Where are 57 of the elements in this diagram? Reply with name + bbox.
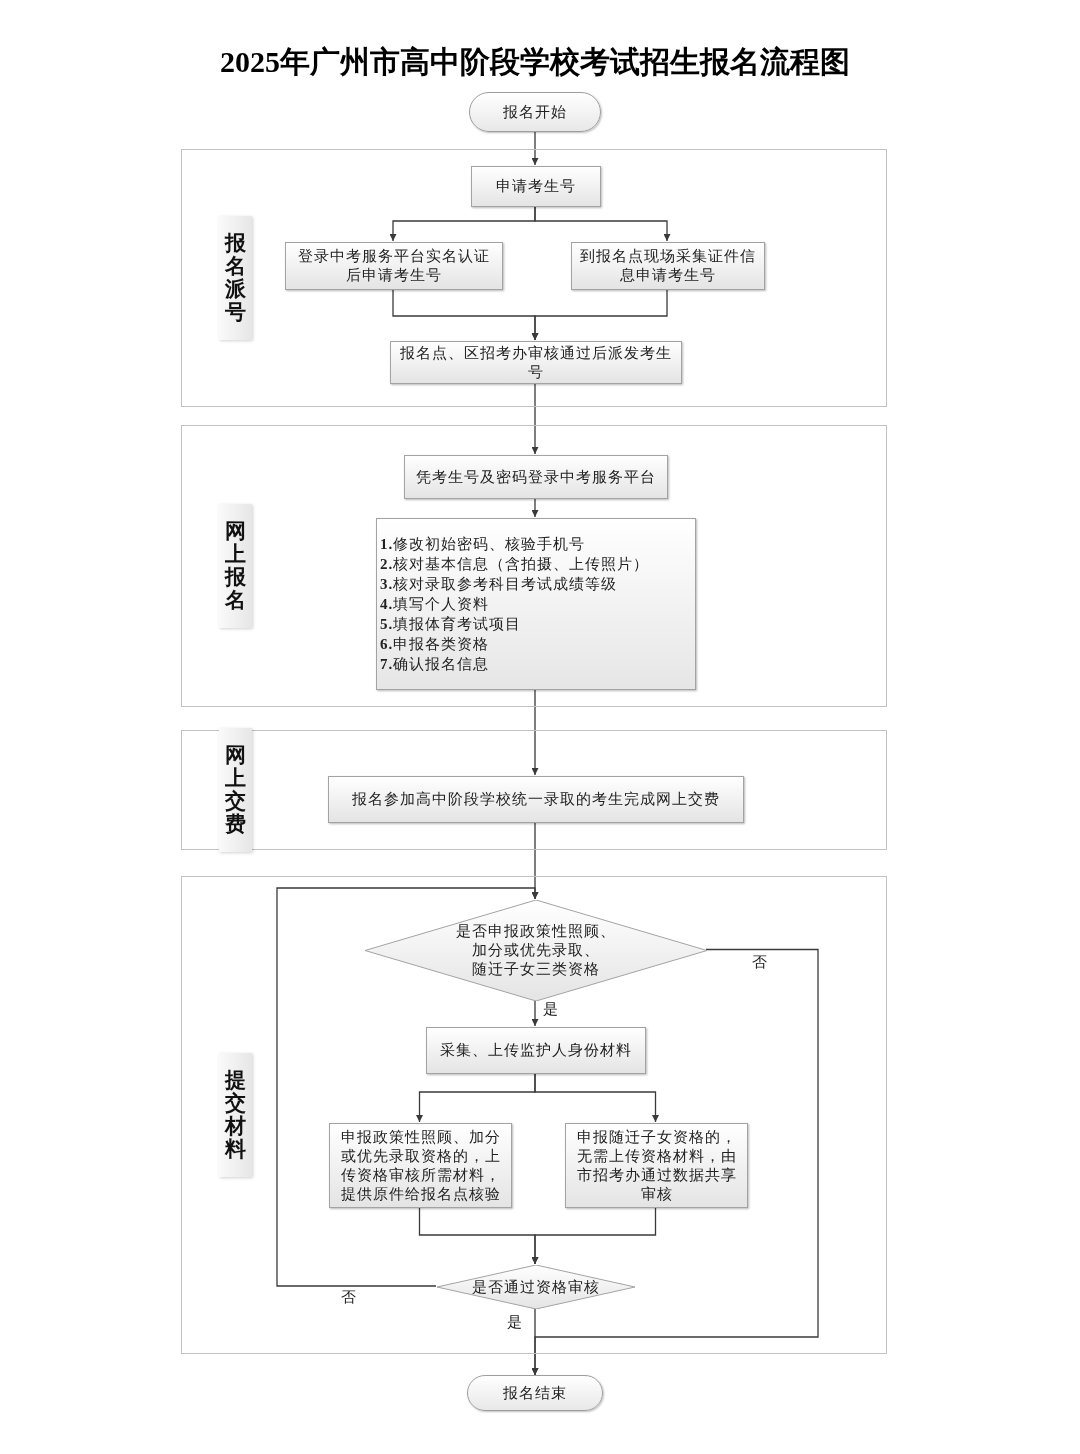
diagram-title: 2025年广州市高中阶段学校考试招生报名流程图 — [219, 44, 851, 80]
process-box — [471, 166, 601, 207]
arrow — [534, 205, 671, 242]
process-box — [565, 1123, 748, 1208]
arrow — [534, 1072, 659, 1123]
decision-text: 是否通过资格审核 — [472, 1277, 600, 1297]
edge-label: 否 — [752, 953, 767, 971]
section-frame — [181, 149, 887, 407]
step-text: 登录中考服务平台实名认证后申请考生号 — [297, 247, 491, 285]
stage-label: 网上交费 — [219, 727, 252, 853]
arrow — [531, 1206, 657, 1265]
stage-label: 网上报名 — [219, 503, 252, 629]
edge-label: 是 — [507, 1313, 522, 1331]
edge-label: 是 — [543, 1000, 558, 1018]
process-box — [329, 1123, 512, 1208]
process-box — [376, 518, 696, 690]
step-text: 申请考生号 — [496, 177, 576, 196]
arrow — [531, 688, 539, 776]
step-text: 报名点、区招考办审核通过后派发考生号 — [399, 343, 673, 382]
stage-label: 提交材料 — [219, 1052, 252, 1178]
terminal-text: 报名开始 — [503, 102, 567, 122]
step-text: 到报名点现场采集证件信息申请考生号 — [579, 247, 757, 285]
step-text: 申报随迁子女资格的，无需上传资格材料，由市招考办通过数据共享审核 — [575, 1127, 738, 1204]
decision-text: 是否申报政策性照顾、加分或优先录取、随迁子女三类资格 — [455, 922, 617, 979]
section-frame — [181, 730, 887, 850]
arrow — [531, 1307, 539, 1376]
process-box — [404, 455, 668, 499]
process-box — [328, 776, 744, 823]
step-text: 采集、上传监护人身份材料 — [440, 1041, 632, 1060]
decision-diamond — [437, 1265, 635, 1309]
edge-label: 否 — [341, 1288, 356, 1306]
terminal-text: 报名结束 — [503, 1383, 567, 1403]
process-box — [426, 1027, 646, 1074]
list-item: 3.核对录取参考科目考试成绩等级 — [380, 575, 618, 594]
arrow — [531, 497, 539, 518]
list-item: 1.修改初始密码、核验手机号 — [380, 535, 586, 554]
step-text: 报名参加高中阶段学校统一录取的考生完成网上交费 — [352, 790, 720, 809]
arrow — [531, 288, 668, 341]
list-item: 4.填写个人资料 — [380, 595, 490, 614]
list-item: 5.填报体育考试项目 — [380, 615, 522, 634]
section-frame — [181, 876, 887, 1354]
list-item: 7.确认报名信息 — [380, 655, 490, 674]
terminal-pill — [467, 1375, 603, 1411]
arrow — [276, 887, 539, 1287]
list-item: 6.申报各类资格 — [380, 635, 490, 654]
stage-label: 报名派号 — [219, 215, 252, 341]
arrow — [531, 999, 539, 1027]
terminal-pill — [469, 92, 601, 132]
process-box — [571, 242, 765, 290]
decision-diamond — [365, 900, 707, 1001]
arrow — [531, 382, 539, 455]
step-text: 申报政策性照顾、加分或优先录取资格的，上传资格审核所需材料，提供原件给报名点核验 — [339, 1127, 502, 1204]
process-box — [285, 242, 503, 290]
section-frame — [181, 425, 887, 707]
list-item: 2.核对基本信息（含拍摄、上传照片） — [380, 555, 650, 574]
arrow — [531, 131, 539, 166]
step-text: 凭考生号及密码登录中考服务平台 — [416, 467, 656, 487]
